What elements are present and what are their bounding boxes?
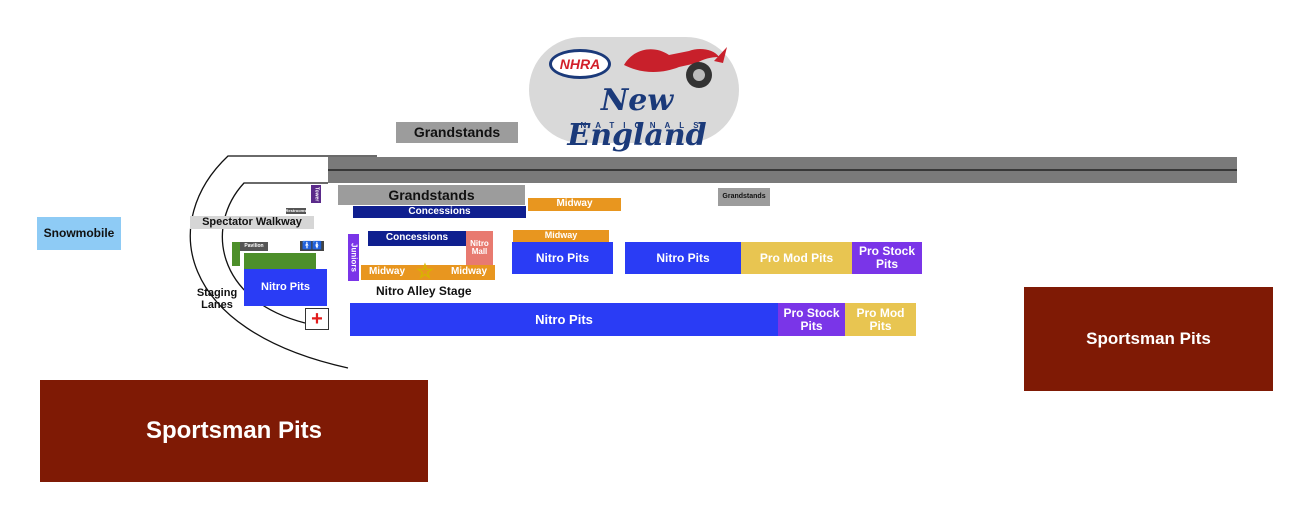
nhra-new-england-logo: NHRA New England NATIONALS [529,37,739,153]
nitro-alley-star-icon: ☆ [416,261,434,283]
nitro-pits-long[interactable]: Nitro Pits [350,303,778,336]
green-area[interactable] [244,253,316,269]
concessions-middle[interactable]: Concessions [368,231,466,246]
grandstands-main[interactable]: Grandstands [338,185,525,205]
grandstands-small[interactable]: Grandstands [718,188,770,206]
pro-mod-pits-bottom[interactable]: Pro Mod Pits [845,303,916,336]
pavilion-label[interactable]: Pavilion [240,242,268,251]
midway-top[interactable]: Midway [528,198,621,211]
concessions-top[interactable]: Concessions [353,206,526,218]
snowmobile-area[interactable]: Snowmobile [37,217,121,250]
sportsman-pits-right[interactable]: Sportsman Pits [1024,287,1273,391]
nitro-pits-left[interactable]: Nitro Pits [244,269,327,306]
inner-walkway-curve [221,182,328,324]
midway-left[interactable]: Midway [361,265,413,280]
grandstands-top[interactable]: Grandstands [396,122,518,143]
restroom-icons[interactable]: 🚹🚺 [300,241,324,251]
nitro-alley-stage-label: Nitro Alley Stage [376,284,472,298]
staging-lanes-label: Staging Lanes [196,287,238,311]
nitro-pits-center[interactable]: Nitro Pits [512,242,613,274]
pro-stock-pits-bottom[interactable]: Pro Stock Pits [778,303,845,336]
midway-middle[interactable]: Midway [513,230,609,242]
sportsman-pits-left[interactable]: Sportsman Pits [40,380,428,482]
pro-mod-pits-top[interactable]: Pro Mod Pits [741,242,852,274]
pro-stock-pits-top[interactable]: Pro Stock Pits [852,242,922,274]
tower[interactable]: Tower [311,185,321,203]
nitro-mall[interactable]: Nitro Mall [466,231,493,265]
juniors-area[interactable]: Juniors [348,234,359,281]
midway-center-segment [413,265,443,280]
spectator-walkway[interactable]: Spectator Walkway [190,216,314,229]
nhra-badge: NHRA [549,49,611,79]
midway-right[interactable]: Midway [443,265,495,280]
logo-subtitle: NATIONALS [580,121,708,130]
outer-walkway-curve [189,155,377,369]
logo-title: New England [567,83,707,153]
nitro-pits-mid[interactable]: Nitro Pits [625,242,741,274]
green-area-left[interactable] [232,242,240,266]
restrooms-label[interactable]: Restrooms [285,207,307,214]
lobster-mascot-icon [624,47,727,88]
first-aid-icon[interactable]: + [305,308,329,330]
